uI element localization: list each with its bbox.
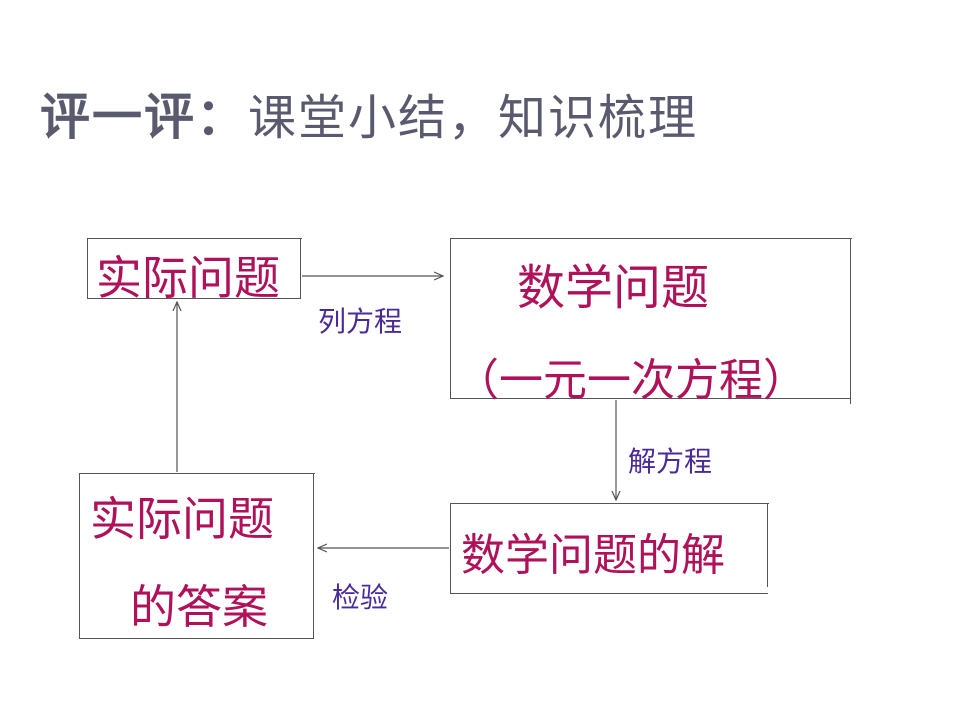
- edge-label-solve: 解方程: [628, 445, 713, 478]
- node-real-problem: 实际问题: [87, 238, 302, 305]
- node-math-problem: 数学问题 （一元一次方程）: [450, 238, 852, 406]
- title-prefix: 评一评：: [40, 88, 248, 146]
- node-math-problem-line1: 数学问题: [517, 260, 710, 316]
- edge-label-formulate: 列方程: [318, 305, 403, 338]
- node-math-solution-label: 数学问题的解: [461, 530, 725, 581]
- edge-label-verify: 检验: [332, 581, 389, 614]
- title-main: 课堂小结，知识梳理: [248, 90, 699, 146]
- node-real-answer-line2: 的答案: [130, 580, 268, 634]
- node-math-solution: 数学问题的解: [450, 503, 769, 594]
- node-real-answer: 实际问题 的答案: [79, 473, 315, 639]
- node-real-answer-line1: 实际问题: [90, 492, 274, 546]
- node-math-problem-line2: （一元一次方程）: [455, 355, 807, 406]
- slide-title: 评一评： 课堂小结，知识梳理: [40, 78, 698, 148]
- node-real-problem-label: 实际问题: [96, 251, 280, 305]
